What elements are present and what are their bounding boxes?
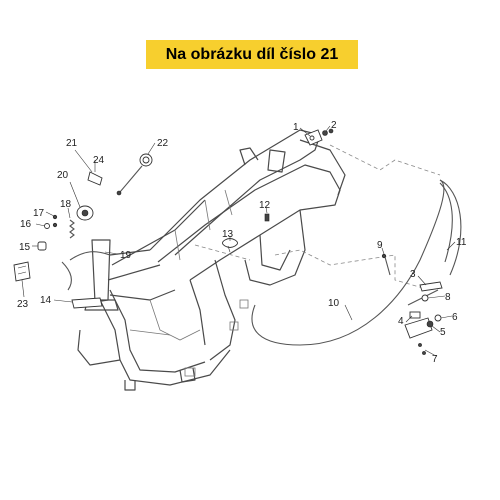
- part-14-harness: [71, 297, 103, 309]
- callout-14: 14: [40, 295, 52, 306]
- scooter-frame: [77, 129, 346, 391]
- throttle-cable: [251, 179, 445, 346]
- leader-lines: [21, 125, 456, 357]
- part-19-cable: [61, 251, 111, 291]
- part-7-screws: [418, 343, 426, 355]
- callout-9: 9: [377, 240, 383, 251]
- cable-loop: [439, 179, 462, 276]
- callout-15: 15: [19, 242, 31, 253]
- part-3-lever: [419, 281, 443, 292]
- callout-4: 4: [398, 316, 404, 327]
- callout-19: 19: [120, 250, 132, 261]
- callout-17: 17: [33, 208, 45, 219]
- part-6-nut: [434, 314, 442, 322]
- part-18-spring: [69, 219, 75, 239]
- part-24-tag: [87, 171, 103, 186]
- part-12-screw: [264, 213, 270, 222]
- part-2-screws: [322, 128, 334, 136]
- callout-3: 3: [410, 269, 416, 280]
- callout-16: 16: [20, 219, 32, 230]
- callout-5: 5: [440, 327, 446, 338]
- callout-13: 13: [222, 229, 234, 240]
- part-8-rod: [407, 289, 439, 306]
- part-13-spring: [222, 238, 238, 253]
- part-5-cylinder: [404, 317, 434, 339]
- callout-22: 22: [157, 138, 169, 149]
- part-22-sensor: [116, 153, 153, 196]
- part-4-clip: [409, 311, 421, 319]
- callout-12: 12: [259, 200, 271, 211]
- callout-7: 7: [432, 354, 438, 365]
- part-23-switch: [13, 261, 31, 282]
- banner-text: Na obrázku díl číslo 21: [165, 45, 339, 63]
- callout-labels: 1 2 3 4 5 6 7 8 9 10 11 12 13 14 15 16 1…: [17, 120, 467, 365]
- part-15-bushing: [37, 241, 47, 251]
- callout-21: 21: [66, 138, 78, 149]
- part-16-grommet: [44, 223, 50, 229]
- callout-2: 2: [331, 120, 337, 131]
- callout-1: 1: [293, 122, 299, 133]
- part-1-bracket: [304, 129, 323, 146]
- callout-23: 23: [17, 299, 29, 310]
- part-20-cover: [76, 205, 94, 221]
- callout-18: 18: [60, 199, 72, 210]
- page-banner: Na obrázku díl číslo 21: [146, 40, 358, 69]
- callout-24: 24: [93, 155, 105, 166]
- callout-8: 8: [445, 292, 451, 303]
- callout-11: 11: [456, 237, 467, 248]
- callout-6: 6: [452, 312, 458, 323]
- part-17-screw: [52, 214, 58, 228]
- callout-20: 20: [57, 170, 69, 181]
- part-9-pin: [381, 253, 391, 276]
- callout-10: 10: [328, 298, 340, 309]
